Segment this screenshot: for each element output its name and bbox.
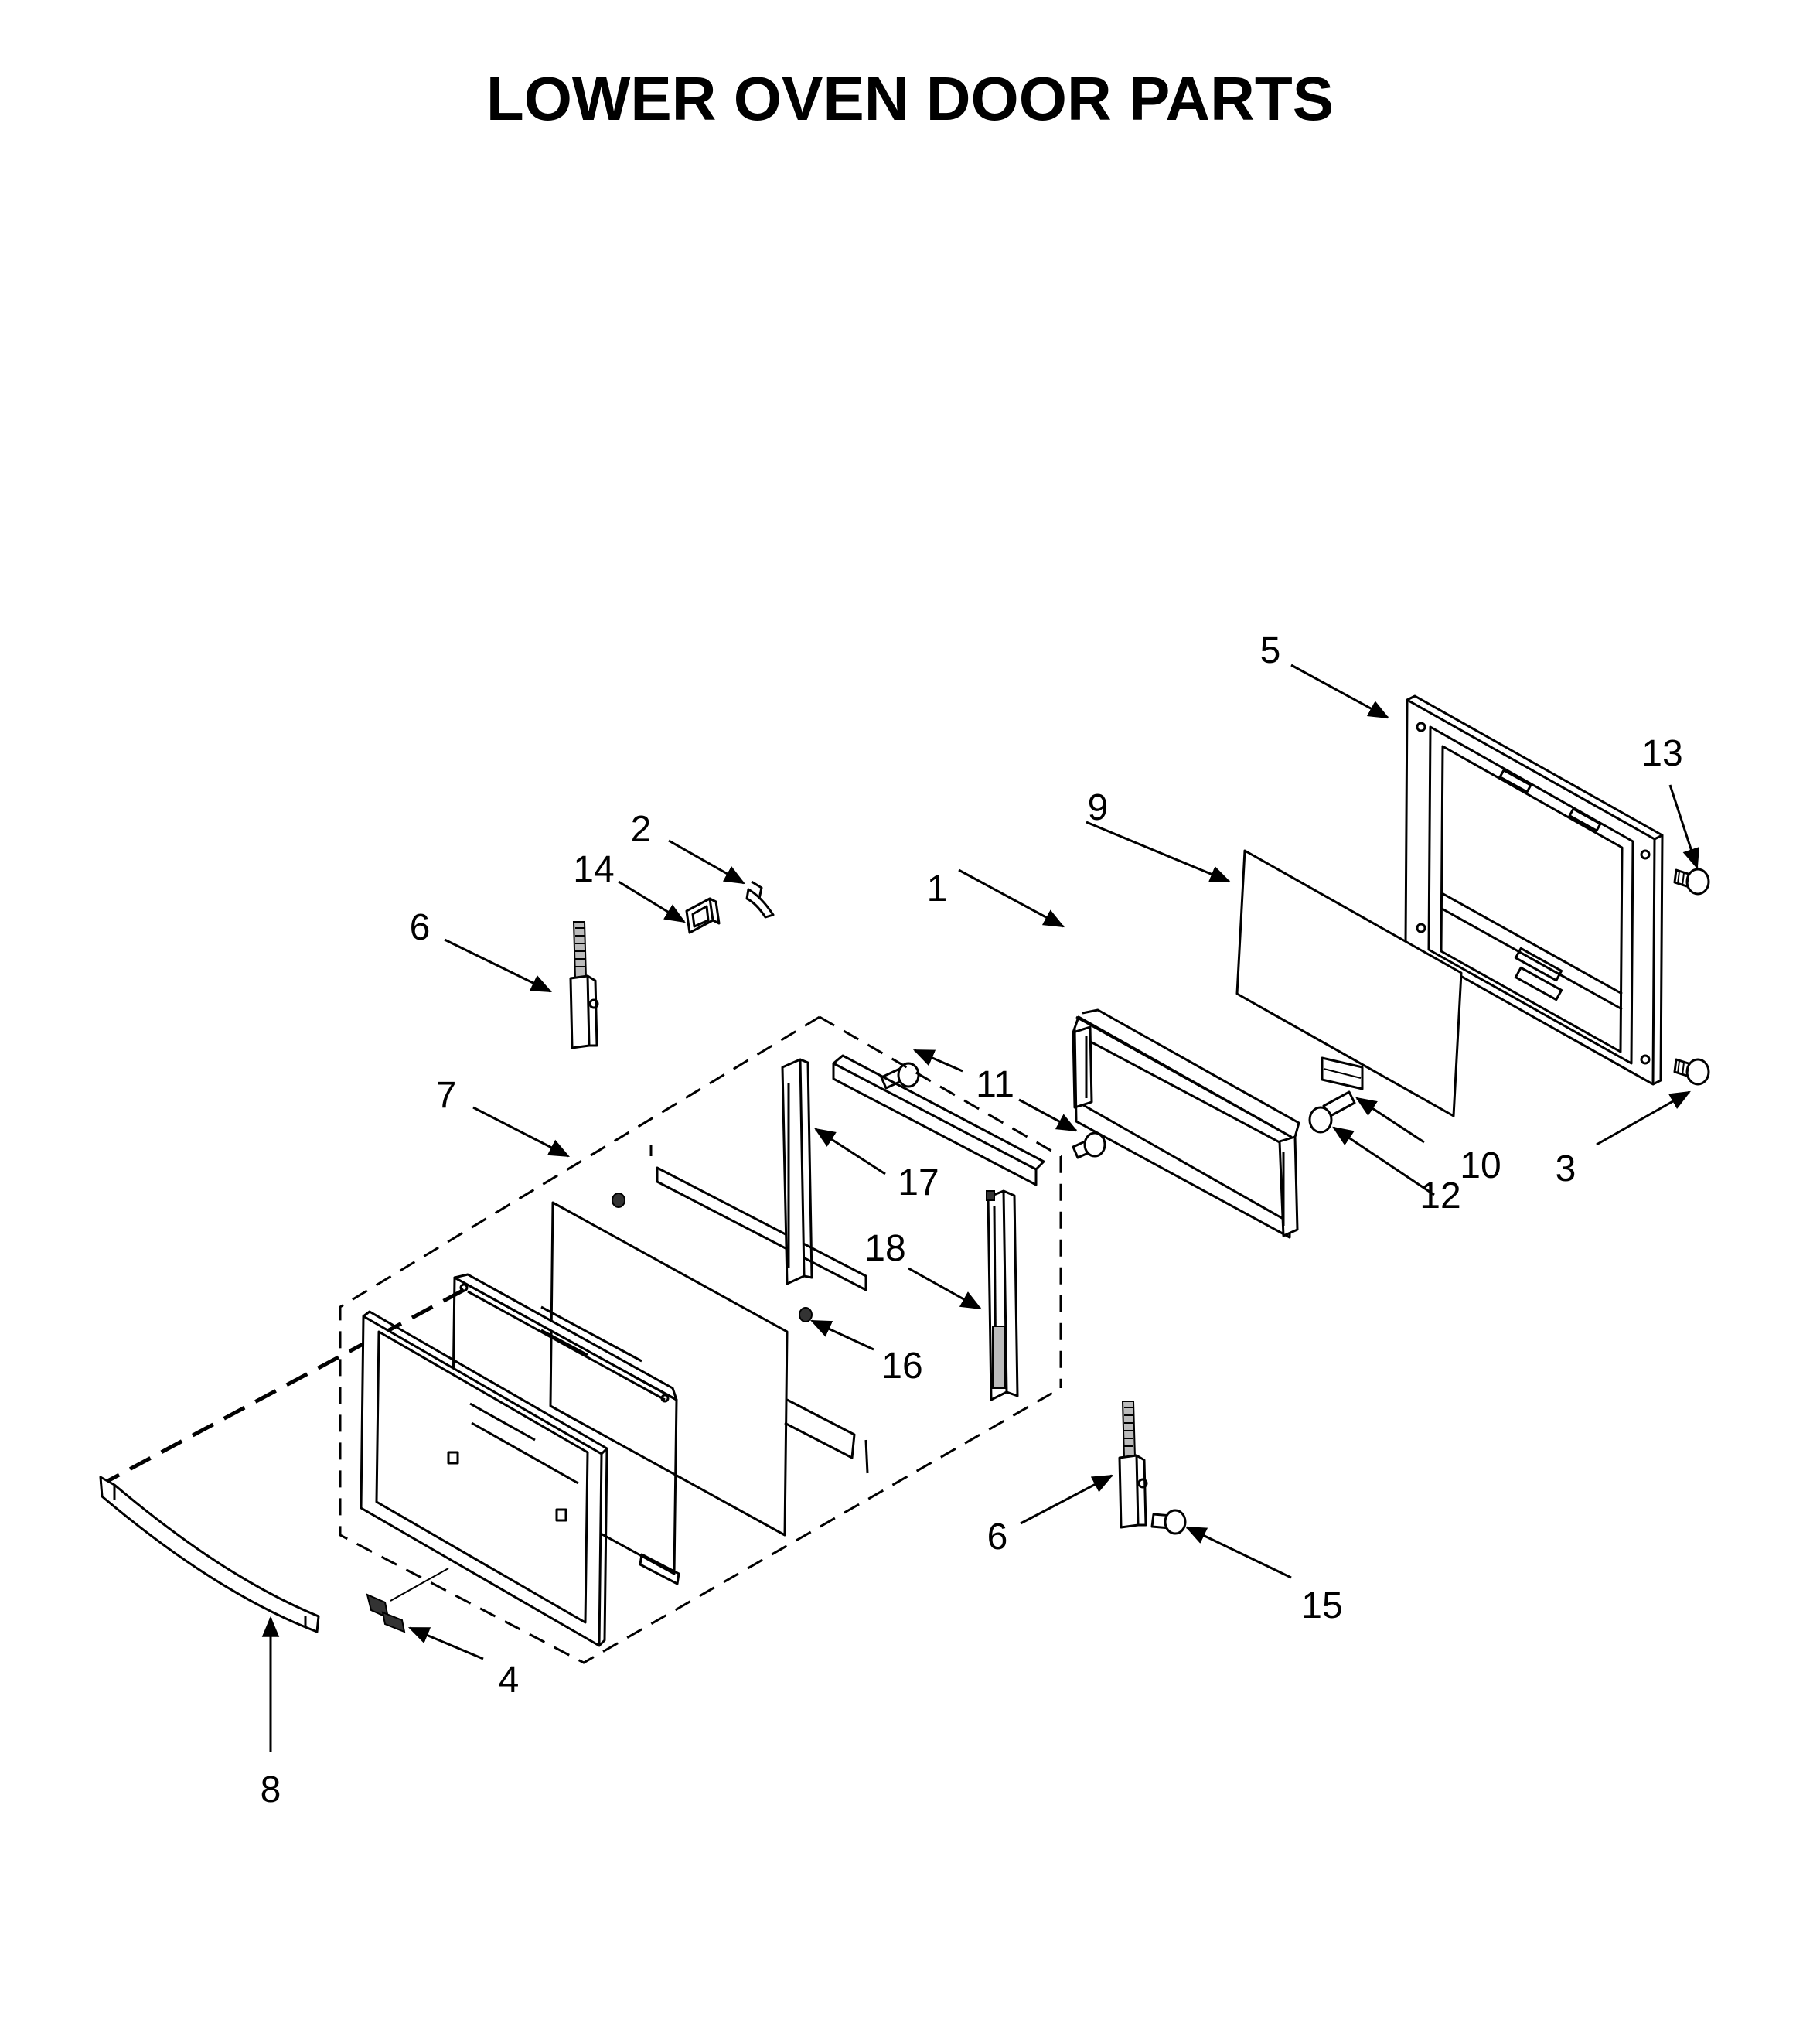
callout-6-left: 6 [410,907,431,948]
callout-6-right: 6 [987,1517,1008,1558]
callout-7: 7 [436,1075,457,1116]
part-7-door-assembly-outline [99,1015,1062,1664]
callout-2: 2 [631,809,652,850]
callout-17: 17 [898,1162,939,1203]
part-2-bracket [745,880,775,919]
part-1-door-liner [1072,1008,1300,1239]
callout-11: 11 [976,1064,1014,1105]
callout-8: 8 [261,1769,281,1810]
callout-1: 1 [927,868,948,909]
part-6-hinge-left [569,921,599,1049]
part-14-clip [685,897,721,934]
part-16-grommet [612,1193,813,1322]
part-13-screw [1673,868,1710,896]
callout-15: 15 [1301,1585,1342,1626]
part-9-glass-panel [1235,849,1463,1117]
part-8-handle [99,1476,320,1633]
leader-lines [261,664,1699,1752]
callout-9: 9 [1088,787,1109,828]
part-12-screw [1308,1090,1356,1134]
callout-3: 3 [1556,1148,1576,1189]
outer-door-panel [360,1310,608,1647]
callout-14: 14 [573,849,614,890]
callout-labels: 5 13 9 2 14 1 6 7 11 10 12 3 17 18 16 6 … [261,630,1683,1810]
part-5-inner-door-frame [1404,694,1664,1086]
part-3-screw [1673,1058,1710,1086]
callout-12: 12 [1420,1175,1460,1216]
part-11-screws [880,1062,1106,1159]
part-15-screw [1150,1509,1187,1535]
callout-5: 5 [1260,630,1281,671]
callout-10: 10 [1460,1145,1501,1186]
callout-16: 16 [881,1346,922,1387]
page-title: LOWER OVEN DOOR PARTS [486,64,1334,133]
callout-18: 18 [864,1228,905,1269]
part-17-channel [656,1054,1045,1291]
part-4-latch [366,1568,449,1633]
callout-4: 4 [499,1660,520,1701]
part-18-side-bracket [986,1189,1019,1401]
callout-13: 13 [1641,733,1682,774]
part-6-hinge-right [1118,1401,1148,1529]
part-10-bracket [1321,1056,1364,1090]
